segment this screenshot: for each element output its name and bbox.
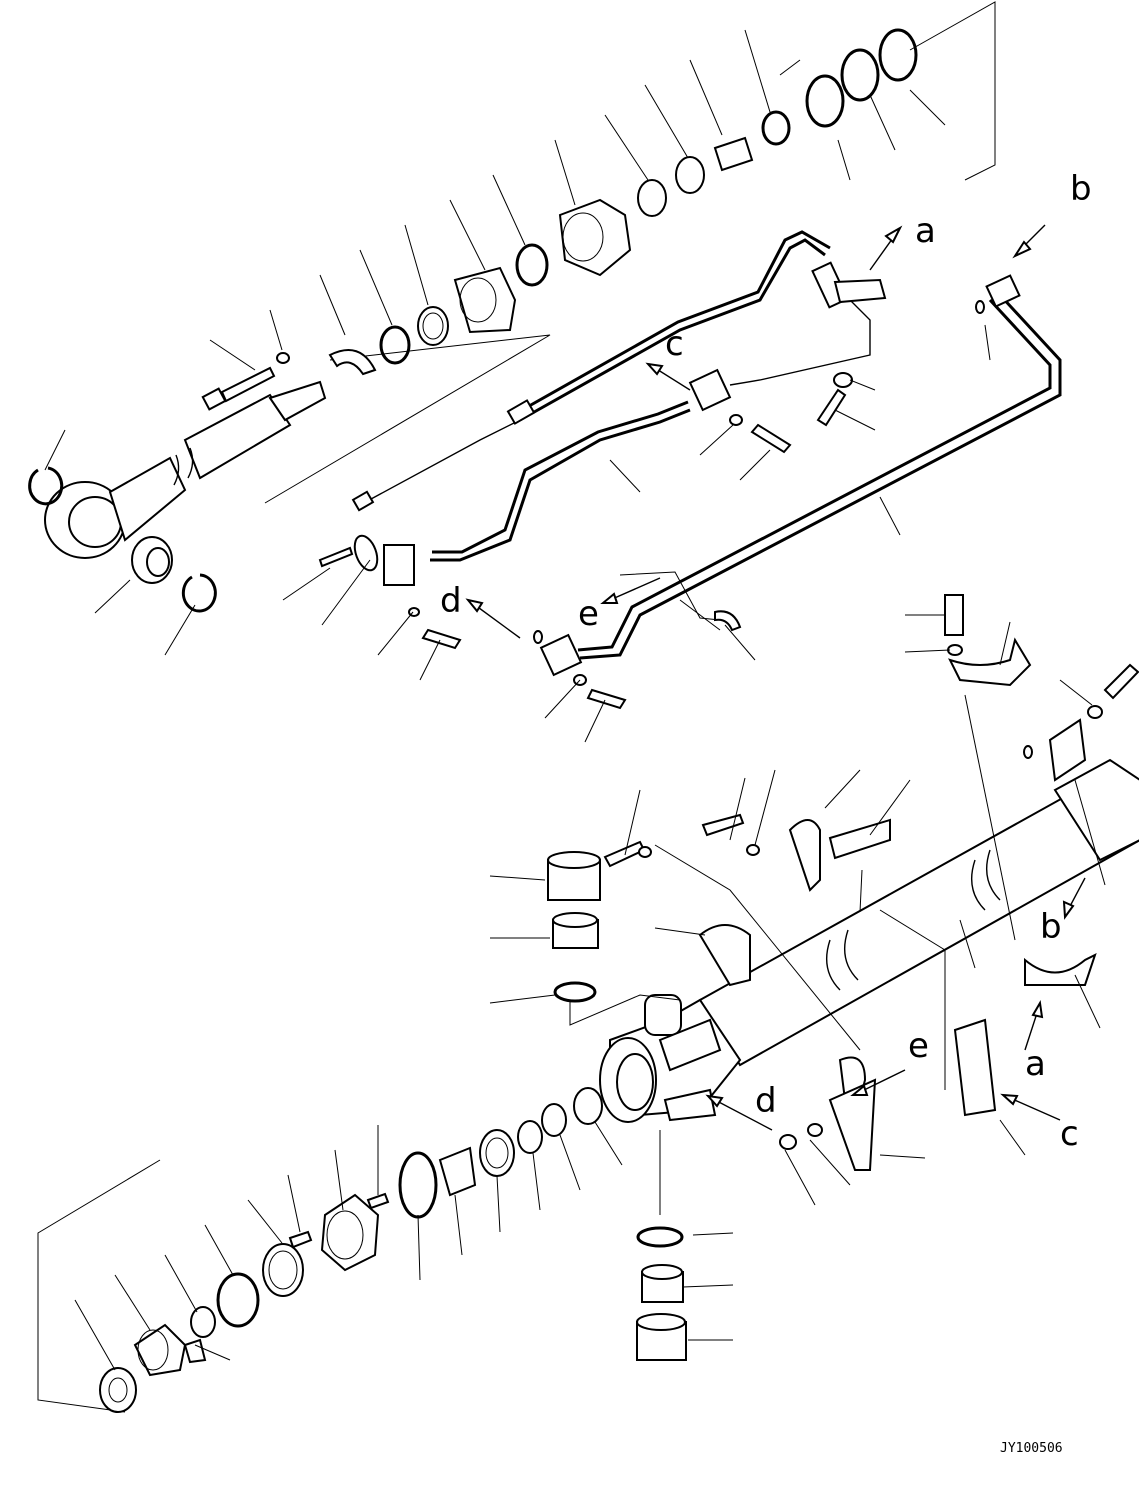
piston-rod-group	[28, 1, 996, 656]
callout-c-bottom: c	[1060, 1114, 1079, 1154]
callout-b-bottom: b	[1040, 907, 1062, 947]
drawing-code: JY100506	[1000, 1441, 1063, 1456]
callout-b-top: b	[1070, 169, 1092, 209]
callout-e-top: e	[578, 594, 599, 634]
callout-a-bottom: a	[1025, 1044, 1046, 1084]
hose-group	[282, 230, 1062, 743]
cylinder-tube-group	[489, 594, 1139, 1361]
callout-d-bottom: d	[755, 1081, 777, 1121]
callout-d-top: d	[440, 581, 462, 621]
callout-c-top: c	[665, 324, 684, 364]
piston-group	[37, 1087, 623, 1413]
callout-e-bottom: e	[908, 1026, 929, 1066]
callout-a-top: a	[915, 211, 936, 251]
callout-group: a b c d e b a c e d	[440, 169, 1092, 1154]
